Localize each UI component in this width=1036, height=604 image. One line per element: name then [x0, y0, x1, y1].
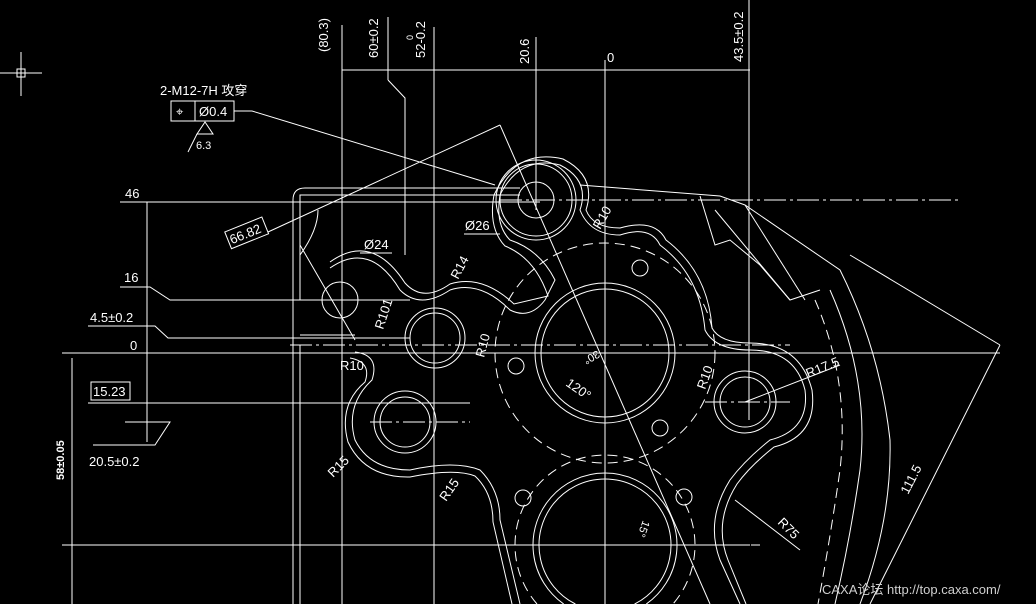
crosshair-cursor-icon [0, 52, 42, 96]
tolerance-value: Ø0.4 [199, 104, 227, 119]
label-r15-a: R15 [325, 453, 352, 480]
label-r75: R75 [775, 515, 802, 542]
dim-46: 46 [125, 186, 139, 201]
watermark: CAXA论坛 http://top.caxa.com/ [822, 582, 1001, 597]
label-r10-mid: R10 [472, 332, 493, 359]
thread-callout: 2-M12-7H 攻穿 [160, 83, 247, 98]
label-r101: R101 [372, 297, 396, 331]
dim-52-upper: 0 [405, 35, 415, 40]
dim-20-5: 20.5±0.2 [89, 454, 140, 469]
dim-20-6: 20.6 [517, 39, 532, 64]
dim-4-5: 4.5±0.2 [90, 310, 133, 325]
dim-80-3: (80.3) [316, 18, 331, 52]
dim-0-left: 0 [130, 338, 137, 353]
label-r10-left: R10 [340, 358, 364, 373]
label-15-deg: 15° [634, 519, 651, 539]
left-dimensions [62, 201, 1000, 604]
dim-58: 58±0.05 [55, 440, 67, 480]
label-111-5: 111.5 [897, 462, 924, 496]
part-outline [292, 184, 891, 604]
centerlines [290, 124, 1001, 604]
roughness-value: 6.3 [196, 140, 211, 152]
inner-profile [329, 156, 814, 604]
label-120-deg: 120° [563, 375, 594, 403]
dim-52: 52-0.2 [413, 21, 428, 58]
dim-0-top: 0 [607, 50, 614, 65]
label-r15-b: R15 [436, 476, 462, 504]
label-r14: R14 [447, 253, 471, 281]
dim-15-23-boxed: 15.23 [93, 384, 126, 399]
label-d26: Ø26 [465, 218, 490, 233]
label-r17-5: R17.5 [804, 354, 842, 381]
dim-16: 16 [124, 270, 138, 285]
dim-43-5: 43.5±0.2 [731, 11, 746, 62]
top-dimensions [341, 0, 750, 604]
dim-60: 60±0.2 [366, 18, 381, 58]
label-d24: Ø24 [364, 237, 389, 252]
label-r10-right: R10 [694, 363, 716, 391]
position-tolerance-icon: ⌖ [176, 104, 184, 119]
